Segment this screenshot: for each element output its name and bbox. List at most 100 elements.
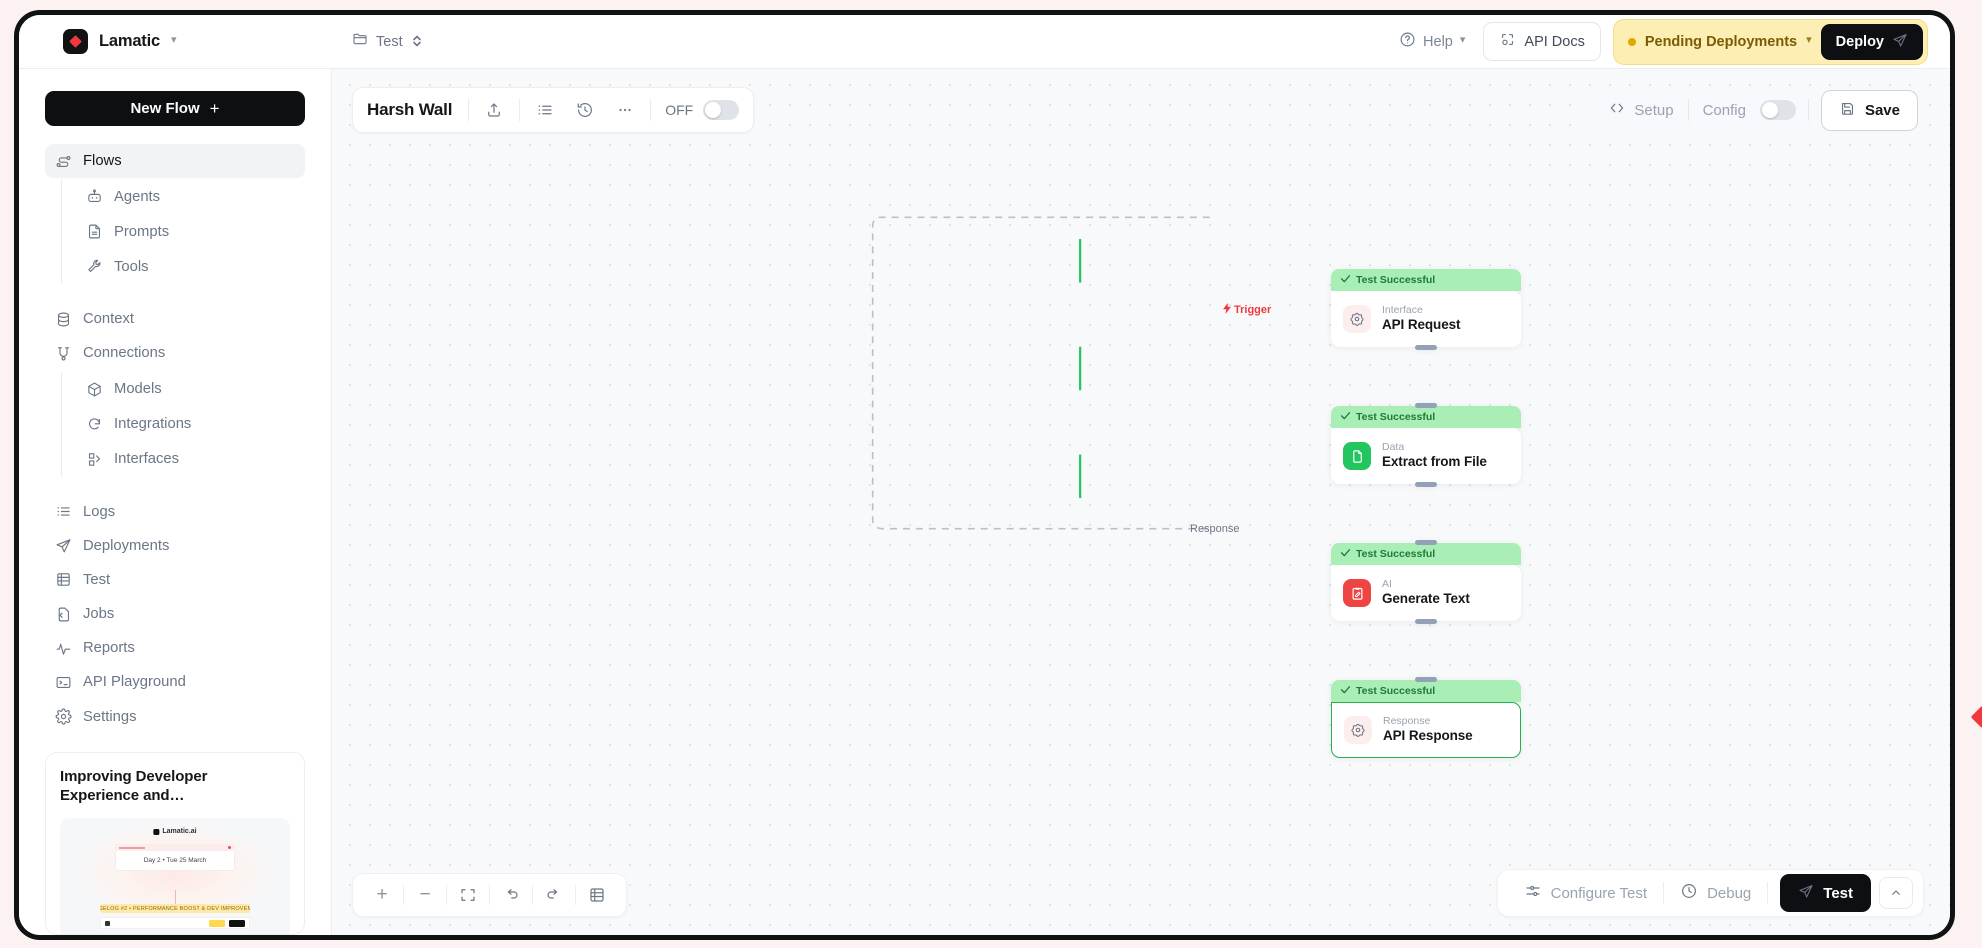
sidebar-item-context[interactable]: Context bbox=[45, 302, 305, 336]
help-circle-icon bbox=[1399, 31, 1416, 52]
sidebar-item-jobs[interactable]: Jobs bbox=[45, 597, 305, 631]
config-toggle[interactable] bbox=[1759, 100, 1796, 120]
sidebar-item-tools[interactable]: Tools bbox=[76, 249, 305, 284]
debug-button[interactable]: Debug bbox=[1664, 874, 1767, 912]
upload-icon[interactable] bbox=[475, 92, 513, 128]
more-icon[interactable] bbox=[606, 92, 644, 128]
zoom-in-button[interactable]: + bbox=[361, 875, 403, 915]
sidebar-label-logs: Logs bbox=[83, 503, 116, 520]
document-icon bbox=[86, 223, 103, 240]
right-edge-drag-handle[interactable] bbox=[1970, 705, 1982, 729]
send-icon bbox=[55, 537, 72, 554]
save-button[interactable]: Save bbox=[1820, 89, 1918, 131]
api-docs-label: API Docs bbox=[1524, 33, 1585, 50]
jobs-icon bbox=[55, 606, 72, 623]
node-status-badge: Test Successful bbox=[1331, 406, 1521, 428]
send-icon bbox=[1798, 883, 1814, 903]
node-port-bottom[interactable] bbox=[1415, 619, 1437, 624]
sidebar-item-integrations[interactable]: Integrations bbox=[76, 407, 305, 442]
sidebar-item-models[interactable]: Models bbox=[76, 372, 305, 407]
zoom-out-button[interactable]: − bbox=[404, 875, 446, 915]
setup-label: Setup bbox=[1634, 101, 1674, 119]
node-status-label: Test Successful bbox=[1356, 548, 1436, 560]
undo-icon[interactable] bbox=[490, 875, 532, 915]
history-icon[interactable] bbox=[566, 92, 604, 128]
folder-icon bbox=[352, 31, 368, 52]
sidebar-item-api-playground[interactable]: API Playground bbox=[45, 665, 305, 699]
gear-icon bbox=[55, 708, 72, 725]
fit-view-icon[interactable] bbox=[447, 875, 489, 915]
sidebar-divider bbox=[45, 299, 305, 300]
brand-zone[interactable]: Lamatic ▾ bbox=[19, 15, 332, 68]
refresh-icon bbox=[86, 416, 103, 433]
sidebar-label-reports: Reports bbox=[83, 640, 135, 657]
node-kind: Response bbox=[1383, 714, 1431, 727]
pending-chevron-down-icon[interactable]: ▾ bbox=[1806, 34, 1812, 46]
promo-thumb-logo-icon bbox=[153, 828, 160, 835]
flow-node-api-response[interactable]: Test Successful Response API Response bbox=[1331, 677, 1521, 758]
node-port-top[interactable] bbox=[1415, 403, 1437, 408]
new-flow-button[interactable]: New Flow + bbox=[45, 91, 305, 127]
chevron-up-icon[interactable] bbox=[1879, 877, 1913, 909]
deploy-group: Pending Deployments ▾ Deploy bbox=[1612, 18, 1928, 65]
promo-card[interactable]: Improving Developer Experience and… Lama… bbox=[45, 751, 305, 935]
setup-button[interactable]: Setup bbox=[1594, 91, 1687, 129]
node-status-label: Test Successful bbox=[1356, 685, 1436, 697]
node-port-top[interactable] bbox=[1415, 540, 1437, 545]
sidebar-label-jobs: Jobs bbox=[83, 606, 115, 623]
debug-label: Debug bbox=[1707, 884, 1752, 902]
panel-icon[interactable] bbox=[576, 875, 618, 915]
breadcrumb-label: Test bbox=[376, 33, 403, 50]
toolbar-divider-2 bbox=[519, 99, 521, 121]
test-toolbar: Configure Test Debug Test bbox=[1496, 869, 1924, 917]
flow-graph: Trigger Response Test Successful bbox=[332, 69, 1950, 935]
node-port-bottom[interactable] bbox=[1415, 482, 1437, 487]
node-port-bottom[interactable] bbox=[1415, 345, 1437, 350]
sidebar-divider-2 bbox=[45, 492, 305, 493]
sidebar-item-prompts[interactable]: Prompts bbox=[76, 214, 305, 249]
database-icon bbox=[55, 311, 72, 328]
test-button[interactable]: Test bbox=[1780, 874, 1871, 912]
api-docs-icon bbox=[1499, 31, 1516, 52]
configure-test-button[interactable]: Configure Test bbox=[1508, 874, 1663, 912]
node-title: Extract from File bbox=[1382, 454, 1487, 470]
flow-enable-toggle[interactable] bbox=[703, 100, 740, 120]
sidebar-item-agents[interactable]: Agents bbox=[76, 179, 305, 214]
pending-deployments-label[interactable]: Pending Deployments bbox=[1644, 33, 1798, 50]
flow-node-extract-from-file[interactable]: Test Successful Data Extract from File bbox=[1331, 403, 1521, 487]
brand-chevron-down-icon[interactable]: ▾ bbox=[170, 34, 177, 46]
sidebar-item-interfaces[interactable]: Interfaces bbox=[76, 442, 305, 477]
promo-thumb-row bbox=[100, 917, 250, 930]
breadcrumb[interactable]: Test bbox=[332, 31, 423, 52]
flow-name: Harsh Wall bbox=[367, 100, 453, 119]
flow-node-api-request[interactable]: Test Successful Interface API Request bbox=[1331, 269, 1521, 350]
sidebar-item-logs[interactable]: Logs bbox=[45, 495, 305, 529]
check-icon bbox=[1340, 410, 1351, 424]
redo-icon[interactable] bbox=[533, 875, 575, 915]
node-body: Interface API Request bbox=[1331, 291, 1521, 347]
sidebar-item-deployments[interactable]: Deployments bbox=[45, 529, 305, 563]
config-button[interactable]: Config bbox=[1689, 94, 1760, 127]
zoom-divider-2 bbox=[446, 885, 447, 905]
flow-canvas[interactable]: Harsh Wall bbox=[332, 69, 1950, 935]
node-title: Generate Text bbox=[1382, 591, 1470, 607]
table-icon bbox=[55, 571, 72, 588]
node-status-badge: Test Successful bbox=[1331, 680, 1521, 702]
api-docs-button[interactable]: API Docs bbox=[1483, 22, 1601, 61]
help-button[interactable]: Help ▾ bbox=[1393, 25, 1471, 58]
sidebar-label-settings: Settings bbox=[83, 708, 137, 725]
deploy-button[interactable]: Deploy bbox=[1820, 23, 1923, 60]
sidebar-item-reports[interactable]: Reports bbox=[45, 631, 305, 665]
node-status-label: Test Successful bbox=[1356, 411, 1436, 423]
app-window: Lamatic ▾ Test Help ▾ bbox=[14, 10, 1955, 940]
flow-node-generate-text[interactable]: Test Successful AI Generate Text bbox=[1331, 540, 1521, 624]
breadcrumb-updown-icon[interactable] bbox=[411, 33, 423, 51]
sidebar-item-test[interactable]: Test bbox=[45, 563, 305, 597]
sidebar-label-agents: Agents bbox=[114, 188, 161, 205]
sidebar-item-connections[interactable]: Connections bbox=[45, 336, 305, 370]
connections-icon bbox=[55, 345, 72, 362]
sidebar-item-settings[interactable]: Settings bbox=[45, 699, 305, 733]
node-port-top[interactable] bbox=[1415, 677, 1437, 682]
list-icon[interactable] bbox=[526, 92, 564, 128]
sidebar-item-flows[interactable]: Flows bbox=[45, 144, 305, 179]
